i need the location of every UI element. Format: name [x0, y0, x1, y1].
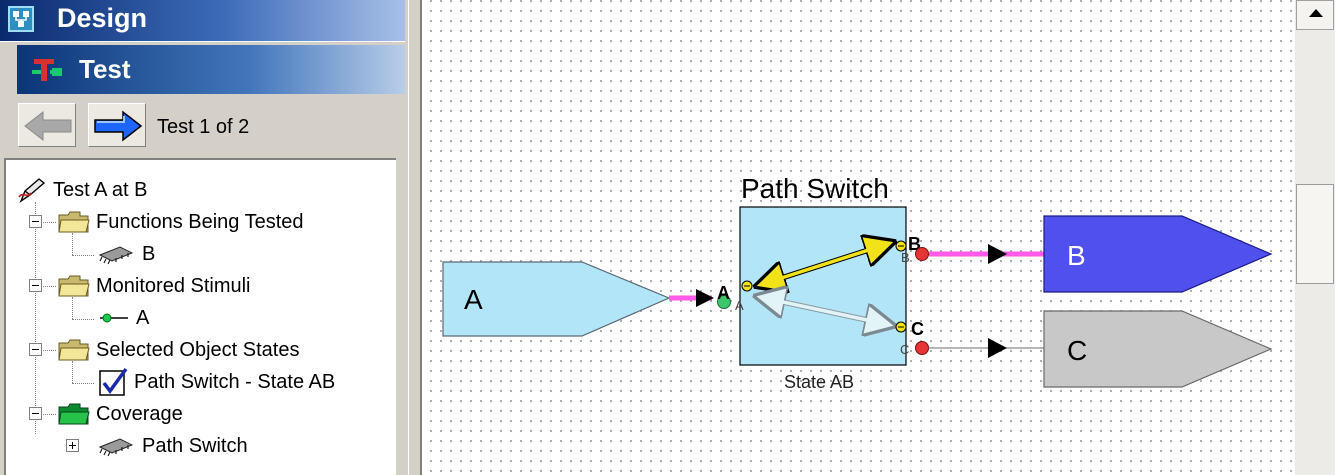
arrow-left-icon: [24, 110, 72, 142]
window-edge: [1335, 0, 1344, 475]
node-c-label: C: [1067, 335, 1087, 366]
tree-item-monitored-stimuli[interactable]: Monitored Stimuli: [58, 272, 251, 300]
path-switch-box[interactable]: [739, 206, 907, 366]
tree-line: [72, 319, 94, 320]
port-b-small-label: B: [901, 250, 910, 265]
tree-item-selected-object-states[interactable]: Selected Object States: [58, 336, 299, 364]
tree-line: [72, 383, 94, 384]
folder-open-icon: [58, 339, 90, 361]
tree-line: [36, 286, 56, 287]
tree-line: [72, 297, 73, 319]
port-a-label: A: [717, 283, 730, 303]
checkbox-checked-icon[interactable]: [98, 367, 128, 397]
design-title: Design: [57, 3, 148, 33]
tree-item-root[interactable]: Test A at B: [17, 176, 148, 204]
stimuli-group-label: Monitored Stimuli: [96, 274, 251, 297]
port-a-small-label: A: [735, 298, 744, 313]
test-header[interactable]: Test: [17, 45, 405, 94]
stimulus-a-label: A: [136, 306, 150, 329]
folder-open-green-icon: [58, 403, 90, 425]
test-tree[interactable]: Test A at B Functions Being Tested B Mon…: [4, 158, 396, 475]
collapse-coverage-toggle[interactable]: [29, 407, 42, 420]
tree-line: [36, 414, 56, 415]
vertical-scrollbar[interactable]: [1295, 0, 1344, 475]
states-group-label: Selected Object States: [96, 338, 300, 361]
tree-root-label: Test A at B: [53, 178, 148, 201]
scroll-thumb[interactable]: [1296, 184, 1334, 284]
tree-item-coverage-path-switch[interactable]: Path Switch: [96, 432, 248, 460]
diagram-svg: A Path Switch State AB A A B B B: [442, 173, 1273, 392]
functions-group-label: Functions Being Tested: [96, 210, 304, 233]
tree-line: [72, 361, 73, 383]
previous-test-button[interactable]: [18, 103, 76, 147]
port-a-input[interactable]: [717, 295, 731, 309]
link-c-arrowhead: [988, 338, 1007, 358]
signal-icon: [100, 313, 128, 323]
tree-item-function-b[interactable]: B: [96, 240, 155, 268]
chip-icon: [98, 246, 134, 265]
node-b-label: B: [1067, 240, 1086, 271]
coverage-group-label: Coverage: [96, 402, 183, 425]
node-a-shape[interactable]: [442, 261, 671, 337]
arrow-right-icon: [94, 110, 143, 142]
tree-line: [36, 350, 56, 351]
tree-line: [72, 255, 94, 256]
state-ab-label: Path Switch - State AB: [134, 370, 336, 393]
path-switch-state: State AB: [784, 372, 854, 392]
node-c-shape[interactable]: [1043, 310, 1273, 388]
chip-icon: [98, 438, 134, 457]
active-path-arrow-fill: [768, 244, 882, 284]
diagram-canvas[interactable]: A Path Switch State AB A A B B B: [422, 0, 1295, 475]
collapse-stimuli-toggle[interactable]: [29, 279, 42, 292]
path-switch-title: Path Switch: [741, 173, 889, 204]
port-c-output[interactable]: [915, 341, 929, 355]
coverage-item-label: Path Switch: [142, 434, 248, 457]
port-b-output[interactable]: [915, 247, 929, 261]
folder-open-icon: [58, 211, 90, 233]
tree-item-functions-being-tested[interactable]: Functions Being Tested: [58, 208, 304, 236]
folder-open-icon: [58, 275, 90, 297]
link-b-arrowhead: [988, 244, 1007, 264]
node-a-label: A: [464, 284, 483, 315]
expand-coverage-item-toggle[interactable]: [66, 439, 79, 452]
scroll-up-button[interactable]: [1296, 0, 1334, 30]
test-counter: Test 1 of 2: [157, 116, 250, 138]
link-a-arrowhead: [696, 289, 714, 307]
design-icon: [8, 6, 34, 32]
next-test-button[interactable]: [88, 103, 146, 147]
panel-splitter[interactable]: [408, 0, 422, 475]
left-panel: Design Test Test 1 of 2: [0, 0, 408, 475]
design-header[interactable]: Design: [0, 0, 405, 42]
tree-line: [72, 233, 73, 255]
tree-line: [36, 222, 56, 223]
port-c-label: C: [911, 319, 924, 339]
collapse-functions-toggle[interactable]: [29, 215, 42, 228]
test-pen-icon: [18, 178, 46, 203]
tree-item-stimulus-a[interactable]: A: [98, 304, 149, 332]
tree-line: [35, 202, 36, 434]
tree-item-coverage[interactable]: Coverage: [58, 400, 183, 428]
inactive-path-arrow-fill: [768, 297, 882, 325]
tree-item-state-ab[interactable]: Path Switch - State AB: [98, 367, 336, 397]
collapse-states-toggle[interactable]: [29, 343, 42, 356]
port-c-small-label: C: [900, 342, 909, 357]
function-b-label: B: [142, 242, 156, 265]
test-icon: [32, 59, 62, 81]
test-title: Test: [79, 54, 131, 84]
node-b-shape[interactable]: [1043, 215, 1273, 293]
